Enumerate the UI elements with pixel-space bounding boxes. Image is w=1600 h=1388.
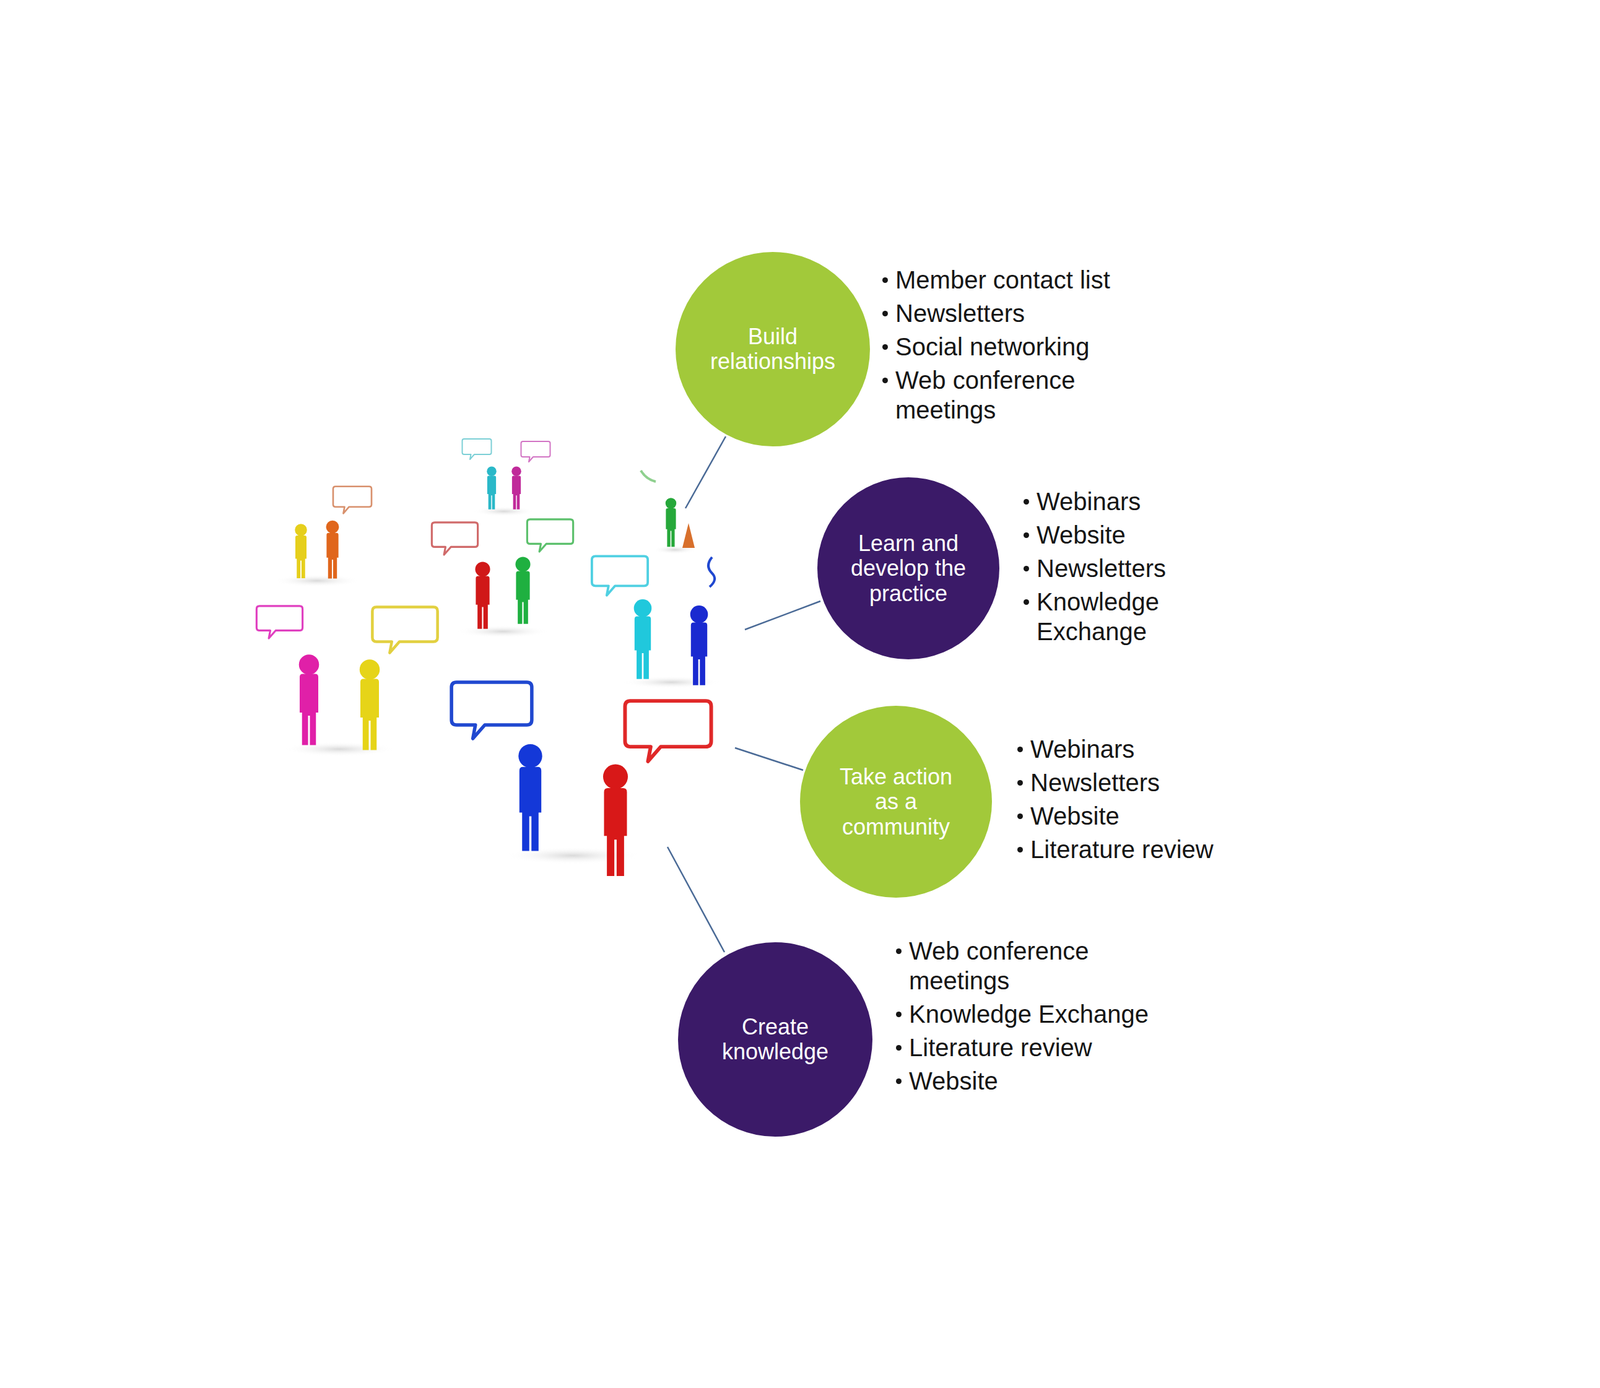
bullet-item: Literature review — [895, 1032, 1157, 1063]
bullet-text: Member contact list — [895, 265, 1111, 295]
bullet-dot — [1017, 780, 1023, 786]
bullet-dot — [882, 377, 888, 384]
topic-circle: Build relationships — [675, 252, 870, 447]
bullet-dot — [882, 344, 888, 350]
bullet-text: Website — [908, 1066, 999, 1096]
speech-bubbles — [256, 439, 715, 762]
bullet-dot — [1017, 813, 1023, 820]
bullet-item: Website — [895, 1066, 1157, 1096]
bullet-item: Newsletters — [1023, 553, 1191, 584]
bullet-text: Newsletters — [1030, 767, 1160, 798]
bullet-item: Website — [1017, 801, 1278, 831]
topic-circle: Take action as a community — [800, 705, 992, 898]
bullet-item: Newsletters — [1017, 767, 1278, 798]
bullet-text: Knowledge Exchange — [908, 999, 1149, 1030]
bullet-dot — [1023, 532, 1030, 539]
bullet-text: Website — [1030, 801, 1120, 831]
bullet-text: Social networking — [895, 331, 1090, 362]
bullet-dot — [1023, 499, 1030, 505]
bullet-list: WebinarsNewslettersWebsiteLiterature rev… — [1017, 734, 1278, 869]
bullet-text: Webinars — [1036, 486, 1141, 517]
bullet-dot — [1017, 847, 1023, 853]
bullet-list: WebinarsWebsiteNewslettersKnowledge Exch… — [1023, 486, 1191, 651]
bullet-text: Literature review — [1030, 834, 1214, 865]
bullet-item: Newsletters — [882, 298, 1143, 329]
bullet-text: Webinars — [1030, 734, 1135, 765]
bullet-item: Web conference meetings — [882, 365, 1143, 425]
bullet-dot — [1023, 599, 1030, 605]
bullet-item: Literature review — [1017, 834, 1278, 865]
bullet-item: Website — [1023, 520, 1191, 550]
bullet-item: Web conference meetings — [895, 936, 1157, 996]
circle-label: Build relationships — [701, 324, 844, 375]
bullet-dot — [895, 1011, 902, 1018]
bullet-dot — [895, 1045, 902, 1051]
bullet-item: Social networking — [882, 331, 1143, 362]
bullet-text: Literature review — [908, 1032, 1093, 1063]
bullet-list: Member contact listNewslettersSocial net… — [882, 265, 1143, 429]
bullet-dot — [1023, 565, 1030, 572]
bullet-dot — [895, 1078, 902, 1085]
bullet-text: Newsletters — [1036, 553, 1166, 584]
bullet-dot — [882, 277, 888, 283]
bullet-text: Web conference meetings — [895, 365, 1143, 425]
bullet-item: Webinars — [1017, 734, 1278, 765]
circle-label: Create knowledge — [704, 1014, 847, 1066]
leader-lines — [667, 436, 821, 953]
bullet-text: Newsletters — [895, 298, 1025, 329]
bullet-item: Knowledge Exchange — [895, 999, 1157, 1030]
bullet-item: Member contact list — [882, 265, 1143, 295]
bullet-item: Knowledge Exchange — [1023, 586, 1191, 647]
circle-label: Take action as a community — [824, 764, 968, 840]
bullet-dot — [895, 948, 902, 955]
bullet-text: Web conference meetings — [908, 936, 1157, 996]
bullet-list: Web conference meetingsKnowledge Exchang… — [895, 936, 1157, 1100]
topic-circle: Create knowledge — [678, 942, 873, 1137]
floor-shadows — [273, 506, 721, 865]
bullet-text: Knowledge Exchange — [1036, 586, 1191, 647]
bullet-dot — [1017, 746, 1023, 753]
bullet-text: Website — [1036, 520, 1126, 550]
people-figures — [294, 466, 708, 877]
bullet-item: Webinars — [1023, 486, 1191, 517]
topic-circle: Learn and develop the practice — [817, 477, 1000, 660]
circle-label: Learn and develop the practice — [837, 531, 980, 607]
bullet-dot — [882, 310, 888, 317]
